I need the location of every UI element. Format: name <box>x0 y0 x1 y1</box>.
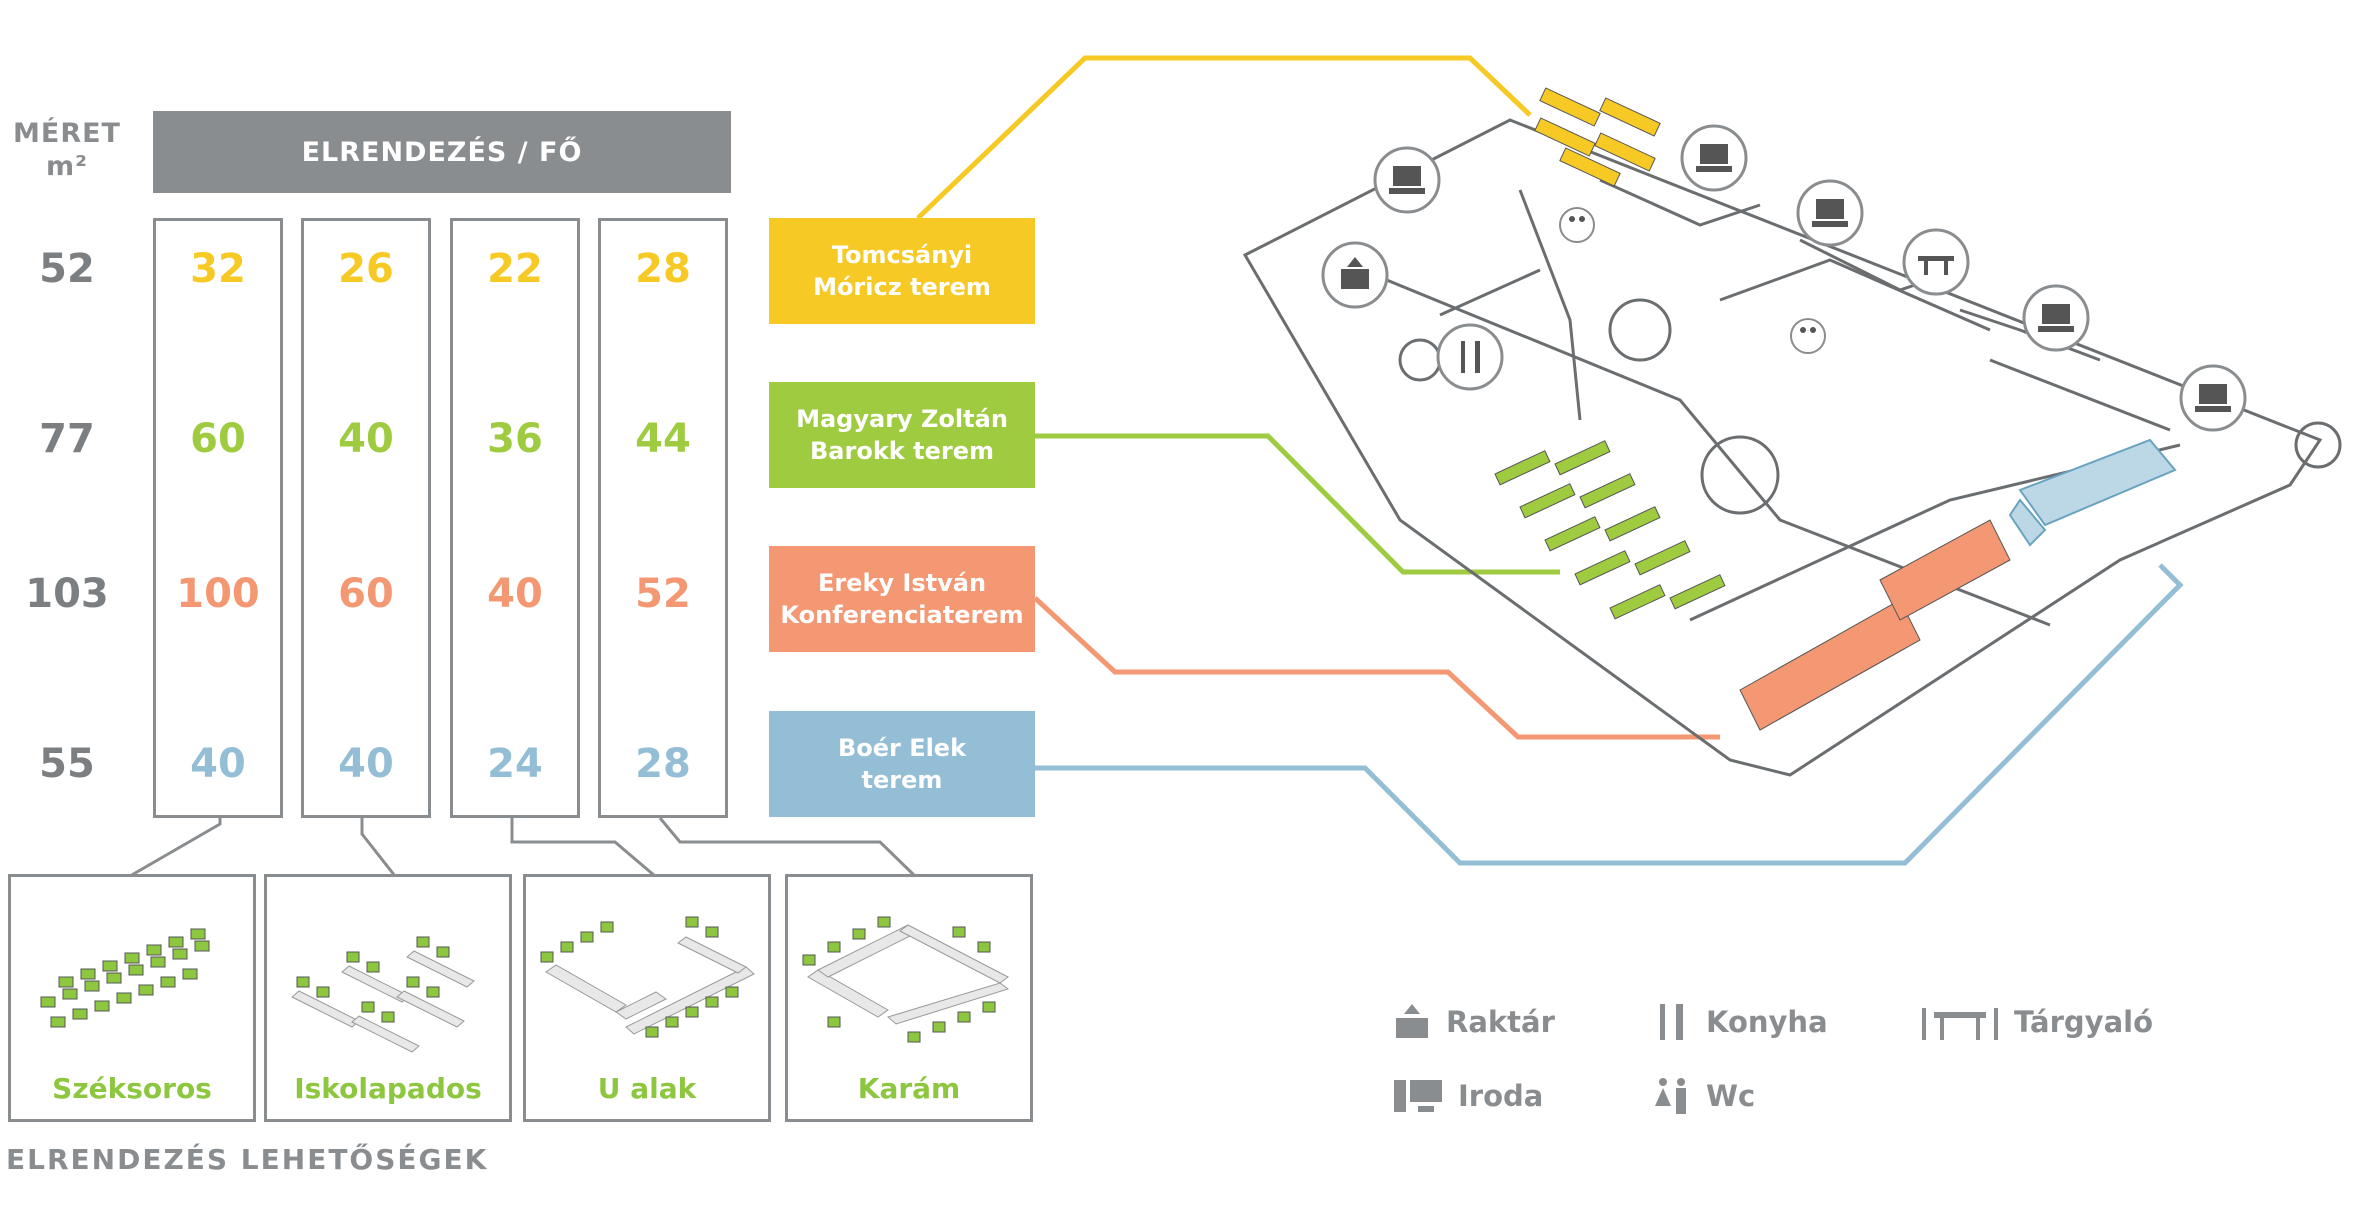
classroom-seating-illustration <box>291 936 475 1053</box>
connector-line-magyary <box>1035 433 1560 575</box>
pin-meeting-table-icon <box>1902 228 1970 296</box>
room-size-row-4: 55 <box>39 741 95 787</box>
capacity-value: 40 <box>338 741 394 787</box>
layout-option-szeksoros: Széksoros <box>8 874 256 1122</box>
legend-label: Raktár <box>1446 1005 1555 1039</box>
size-header-label: MÉRET <box>13 118 121 149</box>
pin-computer-icon <box>1680 124 1748 192</box>
capacity-value: 36 <box>487 416 543 462</box>
room-size-row-2: 77 <box>39 416 95 462</box>
capacity-value: 40 <box>487 571 543 617</box>
pin-computer-icon <box>1796 179 1864 247</box>
room-name-line: Ereky István <box>817 569 987 597</box>
room-name-line: Boér Elek <box>837 734 967 762</box>
pin-computer-icon <box>2179 364 2247 432</box>
meeting-table-icon <box>1922 1008 1998 1040</box>
room-label-boer: Boér Elek terem <box>769 711 1035 817</box>
capacity-value: 28 <box>635 741 691 787</box>
layout-option-karam: Karám <box>785 874 1033 1122</box>
capacity-value: 100 <box>176 571 260 617</box>
room-size-row-3: 103 <box>25 571 109 617</box>
boer-room-furniture <box>2008 438 2177 547</box>
layout-label: Karám <box>857 1072 961 1105</box>
capacity-value: 28 <box>635 246 691 292</box>
room-name-line: Móricz terem <box>813 273 991 301</box>
connector-line-tomcsanyi <box>916 55 1532 220</box>
magyary-room-furniture <box>1494 440 1726 620</box>
layout-option-iskolapados: Iskolapados <box>264 874 512 1122</box>
capacity-value: 52 <box>635 571 691 617</box>
pin-fork-knife-icon <box>1436 323 1504 391</box>
capacity-column-iskolapados: 26 40 60 40 <box>301 218 431 818</box>
layout-label: U alak <box>597 1072 697 1105</box>
size-column-header: MÉRET m² <box>8 117 126 183</box>
legend-item-meeting-room: Tárgyaló <box>1920 1002 2153 1042</box>
size-header-unit: m² <box>46 151 88 182</box>
storage-box-icon <box>1396 1004 1428 1038</box>
legend-item-kitchen: Konyha <box>1652 1002 1828 1042</box>
legend-label: Iroda <box>1458 1079 1544 1113</box>
floor-plan <box>1242 118 2342 777</box>
capacity-column-szeksoros: 32 60 100 40 <box>153 218 283 818</box>
room-name-line: Tomcsányi <box>831 241 973 269</box>
pin-computer-icon <box>2022 284 2090 352</box>
layout-header-bar: ELRENDEZÉS / FŐ <box>153 111 731 193</box>
legend-item-office: Iroda <box>1392 1076 1543 1116</box>
capacity-value: 60 <box>190 416 246 462</box>
room-name-line: Konferenciaterem <box>780 601 1024 629</box>
legend-label: Wc <box>1706 1079 1756 1113</box>
ereky-room-furniture <box>1739 519 2011 731</box>
capacity-value: 40 <box>190 741 246 787</box>
pin-restroom-icon <box>1559 207 1595 243</box>
legend-item-restroom: Wc <box>1652 1076 1755 1116</box>
hollow-square-seating-illustration <box>802 916 1010 1043</box>
pin-restroom-icon <box>1790 318 1826 354</box>
legend-label: Konyha <box>1706 1005 1828 1039</box>
room-name-line: terem <box>861 766 943 794</box>
capacity-value: 60 <box>338 571 394 617</box>
room-size-row-1: 52 <box>39 246 95 292</box>
theatre-seating-illustration <box>40 928 210 1028</box>
pin-storage-box-icon <box>1321 241 1389 309</box>
layout-options-caption: ELRENDEZÉS LEHETŐSÉGEK <box>6 1143 489 1176</box>
fork-knife-icon <box>1660 1004 1683 1040</box>
capacity-value: 44 <box>635 416 691 462</box>
capacity-value: 22 <box>487 246 543 292</box>
restroom-icon <box>1655 1078 1686 1114</box>
layout-label: Széksoros <box>52 1072 212 1105</box>
capacity-value: 40 <box>338 416 394 462</box>
legend-item-storage: Raktár <box>1392 1002 1555 1042</box>
layout-label: Iskolapados <box>294 1072 482 1105</box>
capacity-column-u-alak: 22 36 40 24 <box>450 218 580 818</box>
capacity-value: 24 <box>487 741 543 787</box>
u-shape-seating-illustration <box>540 916 755 1038</box>
legend-label: Tárgyaló <box>2014 1005 2154 1039</box>
connector-line-ereky <box>1033 596 1720 740</box>
pin-computer-icon <box>1373 146 1441 214</box>
capacity-value: 32 <box>190 246 246 292</box>
computer-icon <box>1394 1080 1442 1112</box>
layout-option-u-alak: U alak <box>523 874 771 1122</box>
capacity-value: 26 <box>338 246 394 292</box>
connector-line-boer <box>1035 563 2184 866</box>
room-name-line: Magyary Zoltán <box>796 405 1008 433</box>
room-name-line: Barokk terem <box>810 437 994 465</box>
tomcsanyi-room-furniture <box>1534 87 1661 187</box>
capacity-column-karam: 28 44 52 28 <box>598 218 728 818</box>
